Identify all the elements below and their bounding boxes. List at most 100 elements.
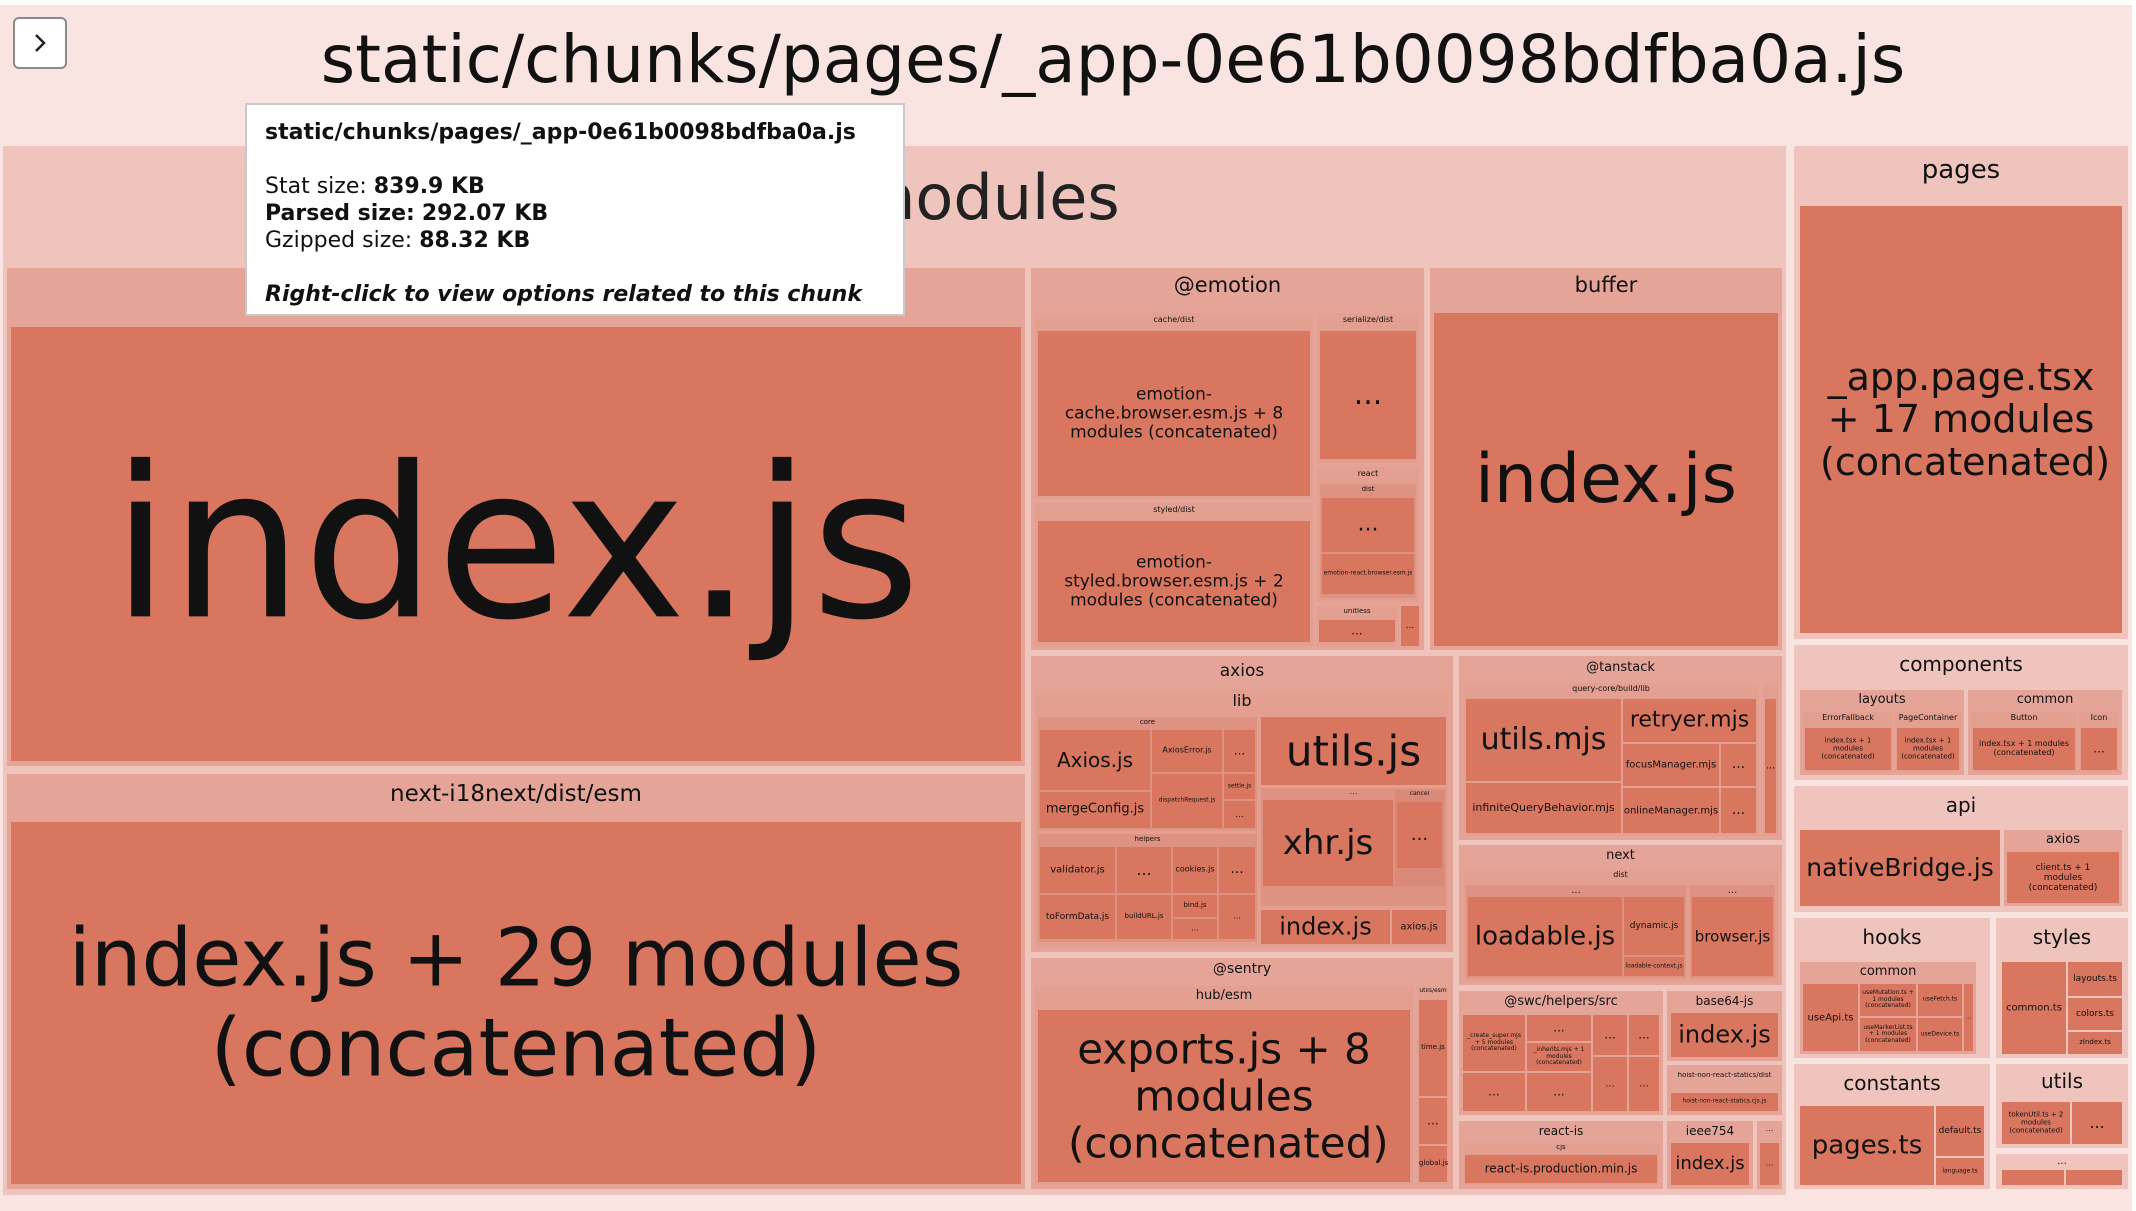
group-constants[interactable]: constants pages.ts default.ts language.t… bbox=[1794, 1064, 1990, 1189]
module-serialize-more[interactable]: ... bbox=[1320, 331, 1416, 459]
group-utils[interactable]: utils tokenUtil.ts + 2 modules (concaten… bbox=[1996, 1064, 2128, 1148]
module-focus-manager[interactable]: focusManager.mjs bbox=[1623, 744, 1719, 786]
group-axios-helpers[interactable]: helpers validator.js ... cookies.js ... … bbox=[1038, 834, 1257, 942]
group-icon[interactable]: Icon ... bbox=[2079, 712, 2119, 772]
module-swc-more-4[interactable]: ... bbox=[1463, 1073, 1525, 1111]
module-use-hook-b[interactable]: useMarkerList.ts + 1 modules (concatenat… bbox=[1860, 1018, 1916, 1051]
module-swc-more-1[interactable]: ... bbox=[1527, 1015, 1591, 1041]
module-react-is-prod[interactable]: react-is.production.min.js bbox=[1465, 1155, 1657, 1183]
module-swc-more-2[interactable]: ... bbox=[1593, 1015, 1627, 1055]
group-axios-lib[interactable]: lib core Axios.js AxiosError.js ... sett… bbox=[1035, 689, 1449, 948]
group-axios[interactable]: axios lib core Axios.js AxiosError.js ..… bbox=[1031, 656, 1453, 952]
group-next-shared[interactable]: ... loadable.js dynamic.js loadable-cont… bbox=[1466, 885, 1686, 978]
module-token-util[interactable]: tokenUtil.ts + 2 modules (concatenated) bbox=[2002, 1102, 2070, 1144]
module-page-container-index[interactable]: index.tsx + 1 modules (concatenated) bbox=[1897, 728, 1959, 770]
module-dispatch-request[interactable]: dispatchRequest.js bbox=[1152, 774, 1222, 828]
module-icon-more[interactable]: ... bbox=[2081, 728, 2117, 770]
group-ieee754[interactable]: ieee754 index.js bbox=[1667, 1121, 1753, 1189]
module-online-manager[interactable]: onlineManager.mjs bbox=[1623, 788, 1719, 833]
module-swc-more-6[interactable]: ... bbox=[1593, 1057, 1627, 1111]
module-merge-config[interactable]: mergeConfig.js bbox=[1040, 792, 1150, 828]
module-dynamic[interactable]: dynamic.js bbox=[1624, 897, 1684, 955]
module-misc-more[interactable]: ... bbox=[1760, 1143, 1779, 1185]
module-error-fallback-index[interactable]: index.tsx + 1 modules (concatenated) bbox=[1805, 728, 1891, 770]
group-button[interactable]: Button index.tsx + 1 modules (concatenat… bbox=[1971, 712, 2077, 772]
module-use-hook-a[interactable]: useMutation.ts + 1 modules (concatenated… bbox=[1860, 984, 1916, 1016]
module-app-page[interactable]: _app.page.tsx + 17 modules (concatenated… bbox=[1800, 206, 2122, 633]
module-button-index[interactable]: index.tsx + 1 modules (concatenated) bbox=[1973, 728, 2075, 770]
module-colors-ts[interactable]: colors.ts bbox=[2068, 998, 2122, 1030]
module-emotion-styled[interactable]: emotion-styled.browser.esm.js + 2 module… bbox=[1038, 521, 1310, 642]
group-unnamed-top[interactable]: index.js bbox=[7, 268, 1025, 766]
module-emotion-more[interactable]: ... bbox=[1401, 606, 1419, 646]
module-validator[interactable]: validator.js bbox=[1040, 847, 1115, 893]
module-axios-utils[interactable]: utils.js bbox=[1261, 717, 1446, 785]
module-retryer[interactable]: retryer.mjs bbox=[1623, 699, 1756, 742]
module-base64-index[interactable]: index.js bbox=[1671, 1013, 1778, 1057]
group-swc[interactable]: @swc/helpers/src _create_super.mjs + 5 m… bbox=[1459, 991, 1663, 1115]
group-utils-esm[interactable]: utils/esm time.js ... global.js bbox=[1417, 986, 1449, 1185]
group-common[interactable]: common Button index.tsx + 1 modules (con… bbox=[1968, 690, 2122, 775]
module-create-super[interactable]: _create_super.mjs + 5 modules (concatena… bbox=[1463, 1015, 1525, 1071]
module-settle[interactable]: settle.js bbox=[1224, 774, 1255, 799]
module-swc-more-7[interactable]: ... bbox=[1629, 1057, 1659, 1111]
group-hub-esm[interactable]: hub/esm exports.js + 8 modules (concaten… bbox=[1035, 986, 1413, 1185]
group-components[interactable]: components layouts ErrorFallback index.t… bbox=[1794, 645, 2128, 780]
module-pages-ts[interactable]: pages.ts bbox=[1800, 1106, 1934, 1185]
group-base64[interactable]: base64-js index.js bbox=[1667, 991, 1782, 1061]
module-helpers-more-2[interactable]: ... bbox=[1219, 847, 1255, 893]
module-use-fetch[interactable]: useFetch.ts bbox=[1918, 984, 1962, 1016]
group-axios-core[interactable]: core Axios.js AxiosError.js ... settle.j… bbox=[1038, 717, 1257, 830]
group-next-dist[interactable]: dist ... loadable.js dynamic.js loadable… bbox=[1463, 869, 1778, 981]
group-adapters[interactable]: ... xhr.js cancel ... bbox=[1261, 788, 1446, 906]
module-global[interactable]: global.js bbox=[1419, 1146, 1448, 1182]
group-tanstack[interactable]: @tanstack query-core/build/lib utils.mjs… bbox=[1459, 656, 1782, 840]
module-native-bridge[interactable]: nativeBridge.js bbox=[1800, 830, 2000, 906]
group-query-core[interactable]: query-core/build/lib utils.mjs retryer.m… bbox=[1463, 683, 1759, 836]
module-axios-index[interactable]: index.js bbox=[1261, 910, 1390, 944]
group-styled-dist[interactable]: styled/dist emotion-styled.browser.esm.j… bbox=[1035, 503, 1313, 646]
group-react-dist[interactable]: dist ... emotion-react.browser.esm.js bbox=[1320, 484, 1416, 598]
module-cancel-more[interactable]: ... bbox=[1397, 802, 1442, 868]
module-unitless-more[interactable]: ... bbox=[1319, 620, 1395, 642]
group-next-i18next[interactable]: next-i18next/dist/esm index.js + 29 modu… bbox=[7, 774, 1025, 1189]
group-layouts[interactable]: layouts ErrorFallback index.tsx + 1 modu… bbox=[1800, 690, 1964, 775]
group-serialize-dist[interactable]: serialize/dist ... bbox=[1317, 313, 1419, 463]
group-unitless[interactable]: unitless ... bbox=[1317, 606, 1397, 646]
module-cookies[interactable]: cookies.js bbox=[1173, 847, 1217, 893]
module-axios-axios[interactable]: axios.js bbox=[1392, 910, 1446, 944]
group-hooks-common[interactable]: common useApi.ts useMutation.ts + 1 modu… bbox=[1800, 962, 1976, 1054]
module-index-js[interactable]: index.js bbox=[11, 327, 1021, 761]
module-emotion-cache[interactable]: emotion-cache.browser.esm.js + 8 modules… bbox=[1038, 331, 1310, 496]
group-api[interactable]: api nativeBridge.js axios client.ts + 1 … bbox=[1794, 786, 2128, 912]
module-zindex-ts[interactable]: zIndex.ts bbox=[2068, 1032, 2122, 1054]
module-query-more-2[interactable]: ... bbox=[1721, 788, 1756, 833]
module-use-api[interactable]: useApi.ts bbox=[1803, 984, 1858, 1051]
module-axios-js[interactable]: Axios.js bbox=[1040, 730, 1150, 790]
module-client-ts[interactable]: client.ts + 1 modules (concatenated) bbox=[2007, 852, 2119, 903]
module-use-device[interactable]: useDevice.ts bbox=[1918, 1018, 1962, 1051]
module-hooks-more[interactable]: ... bbox=[1964, 984, 1973, 1051]
group-sentry[interactable]: @sentry hub/esm exports.js + 8 modules (… bbox=[1031, 958, 1453, 1189]
module-react-more[interactable]: ... bbox=[1322, 498, 1414, 552]
group-react-is[interactable]: react-is cjs react-is.production.min.js bbox=[1459, 1121, 1663, 1189]
module-time[interactable]: time.js bbox=[1419, 1000, 1447, 1096]
module-misc-bottom-1[interactable] bbox=[2002, 1170, 2064, 1185]
module-to-form-data[interactable]: toFormData.js bbox=[1040, 895, 1115, 939]
group-api-axios[interactable]: axios client.ts + 1 modules (concatenate… bbox=[2004, 830, 2122, 906]
module-infinite-query[interactable]: infiniteQueryBehavior.mjs bbox=[1466, 783, 1621, 833]
group-emotion[interactable]: @emotion cache/dist emotion-cache.browse… bbox=[1031, 268, 1424, 650]
module-common-ts[interactable]: common.ts bbox=[2002, 962, 2066, 1054]
module-browser[interactable]: browser.js bbox=[1692, 897, 1773, 976]
module-utils-more[interactable]: ... bbox=[2072, 1102, 2122, 1144]
group-error-fallback[interactable]: ErrorFallback index.tsx + 1 modules (con… bbox=[1803, 712, 1893, 772]
group-buffer[interactable]: buffer index.js bbox=[1430, 268, 1782, 650]
module-helpers-more-3[interactable]: ... bbox=[1173, 919, 1217, 939]
module-query-more-1[interactable]: ... bbox=[1721, 744, 1756, 786]
module-emotion-react[interactable]: emotion-react.browser.esm.js bbox=[1322, 554, 1414, 594]
module-misc-bottom-2[interactable] bbox=[2066, 1170, 2122, 1185]
group-cancel[interactable]: cancel ... bbox=[1395, 790, 1444, 886]
group-react-is-cjs[interactable]: cjs react-is.production.min.js bbox=[1463, 1143, 1659, 1185]
module-bind[interactable]: bind.js bbox=[1173, 895, 1217, 917]
group-styles[interactable]: styles common.ts layouts.ts colors.ts zI… bbox=[1996, 918, 2128, 1058]
